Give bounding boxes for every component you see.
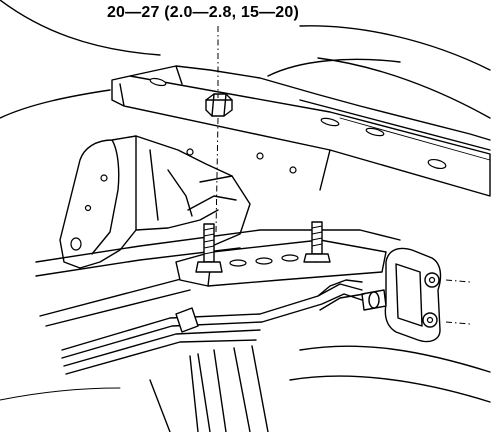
bumper-bracket [59,135,251,269]
frame-slot [320,117,340,127]
isolator-centerline-lower [445,321,471,325]
torque-spec-callout: 20—27 (2.0—2.8, 15—20) [106,4,300,21]
mounting-bolt-left [195,223,223,273]
frame-hole [186,148,194,156]
plate-slot [229,259,247,267]
frame-slot [365,127,385,137]
plate-slot [255,257,273,265]
lower-body-lines [0,345,491,403]
isolator-bore [428,276,436,284]
spring-seat-plate [175,239,387,287]
mounting-nut [205,93,233,117]
plate-slot [281,254,299,262]
nut-centerline-lower [215,117,219,233]
bracket-hole [84,204,92,212]
frame-hole [289,166,297,174]
bracket-hole [70,237,82,251]
frame-hole [256,152,264,160]
rubber-isolator [361,247,471,343]
mounting-bolt-right [303,221,331,263]
frame-slot [427,158,447,170]
leaf-spring [61,279,365,432]
body-panel-lines [0,0,491,119]
frame-slot [149,77,167,87]
isolator-centerline-upper [445,279,471,283]
shackle-pin [368,291,380,309]
bracket-hole [100,174,108,182]
isolator-bore [426,316,434,324]
frame-crossmember [111,65,491,197]
